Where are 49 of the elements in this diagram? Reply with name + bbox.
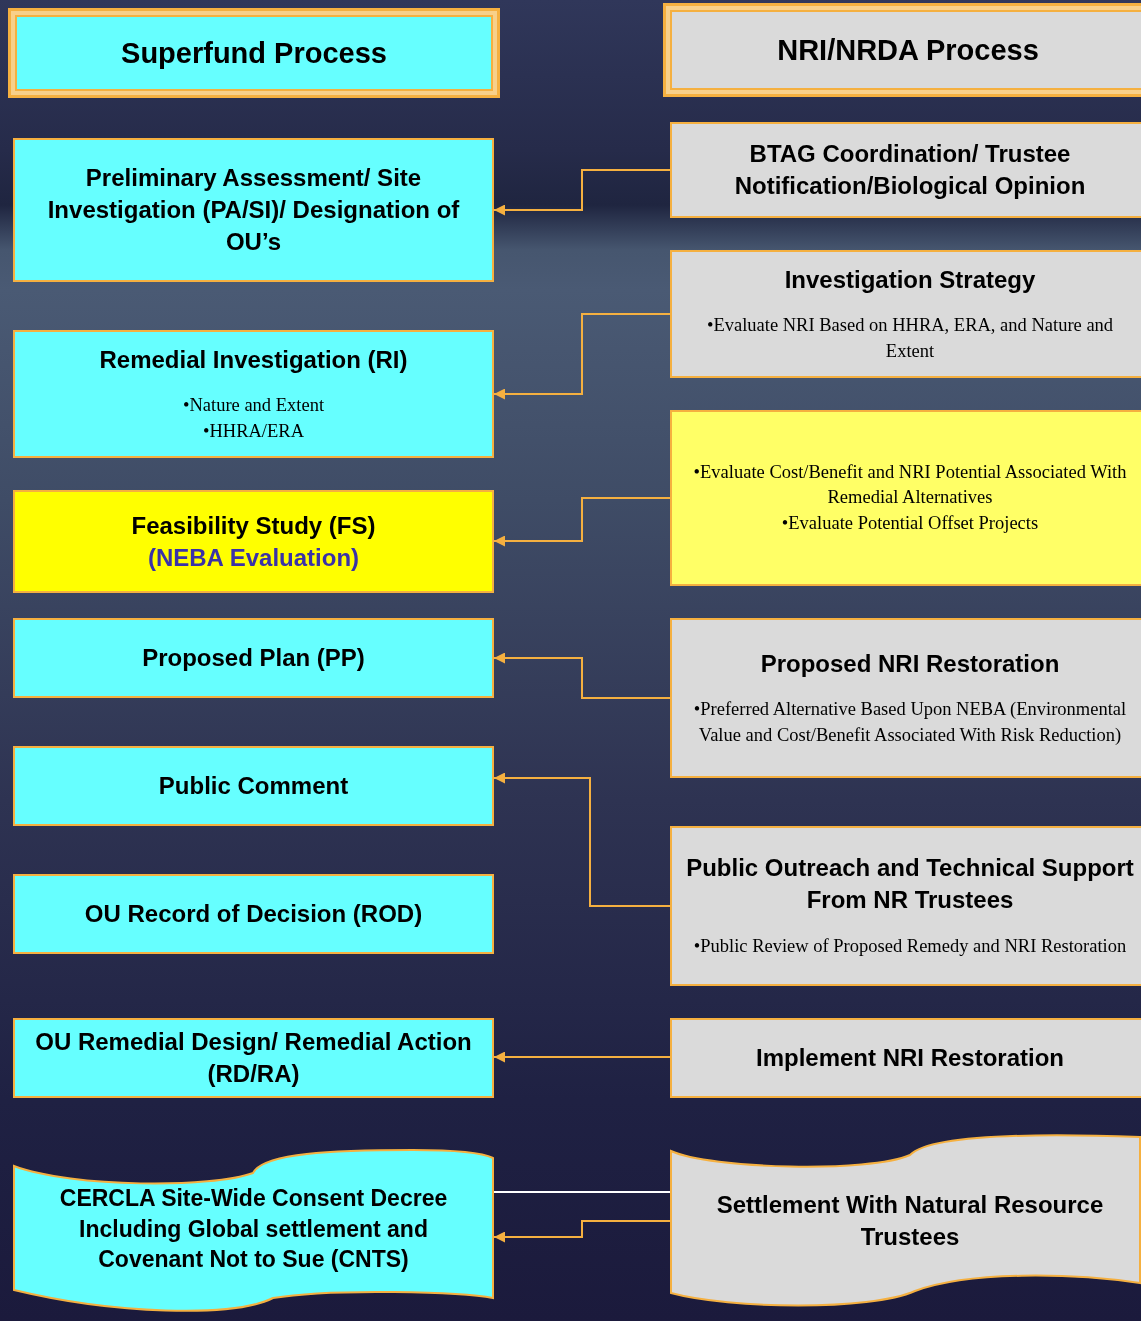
bullet-text: •Evaluate Potential Offset Projects (781, 511, 1039, 535)
process-box (13, 874, 494, 954)
box-heading: Feasibility Study (FS) (131, 510, 376, 541)
connector-arrow (493, 497, 671, 547)
box-heading: Preliminary Assessment/ Site Investigation (PA/SI)/ Designation of OU’s (46, 163, 461, 257)
process-box (13, 1018, 494, 1098)
bullet-text: •Nature and Extent (182, 394, 325, 418)
connector-arrow (493, 169, 671, 216)
process-box (670, 410, 1141, 586)
process-box (670, 1018, 1141, 1098)
process-box (13, 330, 494, 458)
box-heading: Investigation Strategy (784, 264, 1036, 295)
document-shape (670, 1133, 1141, 1309)
process-box (670, 618, 1141, 778)
box-heading: NRI/NRDA Process (777, 32, 1039, 68)
bullet-text: •Evaluate Cost/Benefit and NRI Potential Associated With Remedial Alternatives (692, 460, 1128, 510)
connector-arrow (493, 1220, 671, 1243)
box-heading: Proposed Plan (PP) (142, 643, 365, 674)
process-box (13, 490, 494, 593)
box-heading: (NEBA Evaluation) (147, 542, 360, 573)
connector-line (493, 1191, 671, 1193)
box-heading: OU Remedial Design/ Remedial Action (RD/RA) (34, 1027, 473, 1089)
document-shape (13, 1148, 494, 1310)
connector-arrow (493, 772, 671, 907)
box-heading: Proposed NRI Restoration (760, 648, 1060, 679)
process-box (13, 138, 494, 282)
header-box (663, 3, 1141, 97)
process-box (13, 746, 494, 826)
bullet-text: •HHRA/ERA (202, 419, 304, 443)
box-heading: CERCLA Site-Wide Consent Decree Including Global settlement and Covenant Not to Sue (CNTS) (58, 1184, 449, 1275)
bullet-text: •Preferred Alternative Based Upon NEBA (Environmental Value and Cost/Benefit Associated With Risk Reduction) (692, 698, 1128, 747)
box-heading: Implement NRI Restoration (755, 1043, 1064, 1074)
bullet-text: •Evaluate NRI Based on HHRA, ERA, and Nature and Extent (705, 314, 1115, 363)
box-heading: BTAG Coordination/ Trustee Notification/Biological Opinion (733, 139, 1087, 201)
box-heading: Public Outreach and Technical Support From NR Trustees (685, 853, 1135, 916)
box-heading: Settlement With Natural Resource Trustees (715, 1190, 1105, 1252)
box-heading: Public Comment (158, 771, 349, 802)
box-heading: Superfund Process (121, 35, 387, 71)
bullet-text: •Public Review of Proposed Remedy and NRI Restoration (693, 935, 1127, 959)
connector-arrow (493, 652, 671, 699)
connector-arrow (493, 1051, 671, 1063)
process-box (13, 618, 494, 698)
header-box (8, 8, 500, 98)
box-heading: Remedial Investigation (RI) (99, 344, 408, 375)
process-box (670, 122, 1141, 218)
connector-arrow (493, 313, 671, 400)
box-heading: OU Record of Decision (ROD) (84, 899, 423, 930)
process-box (670, 826, 1141, 986)
process-box (670, 250, 1141, 378)
